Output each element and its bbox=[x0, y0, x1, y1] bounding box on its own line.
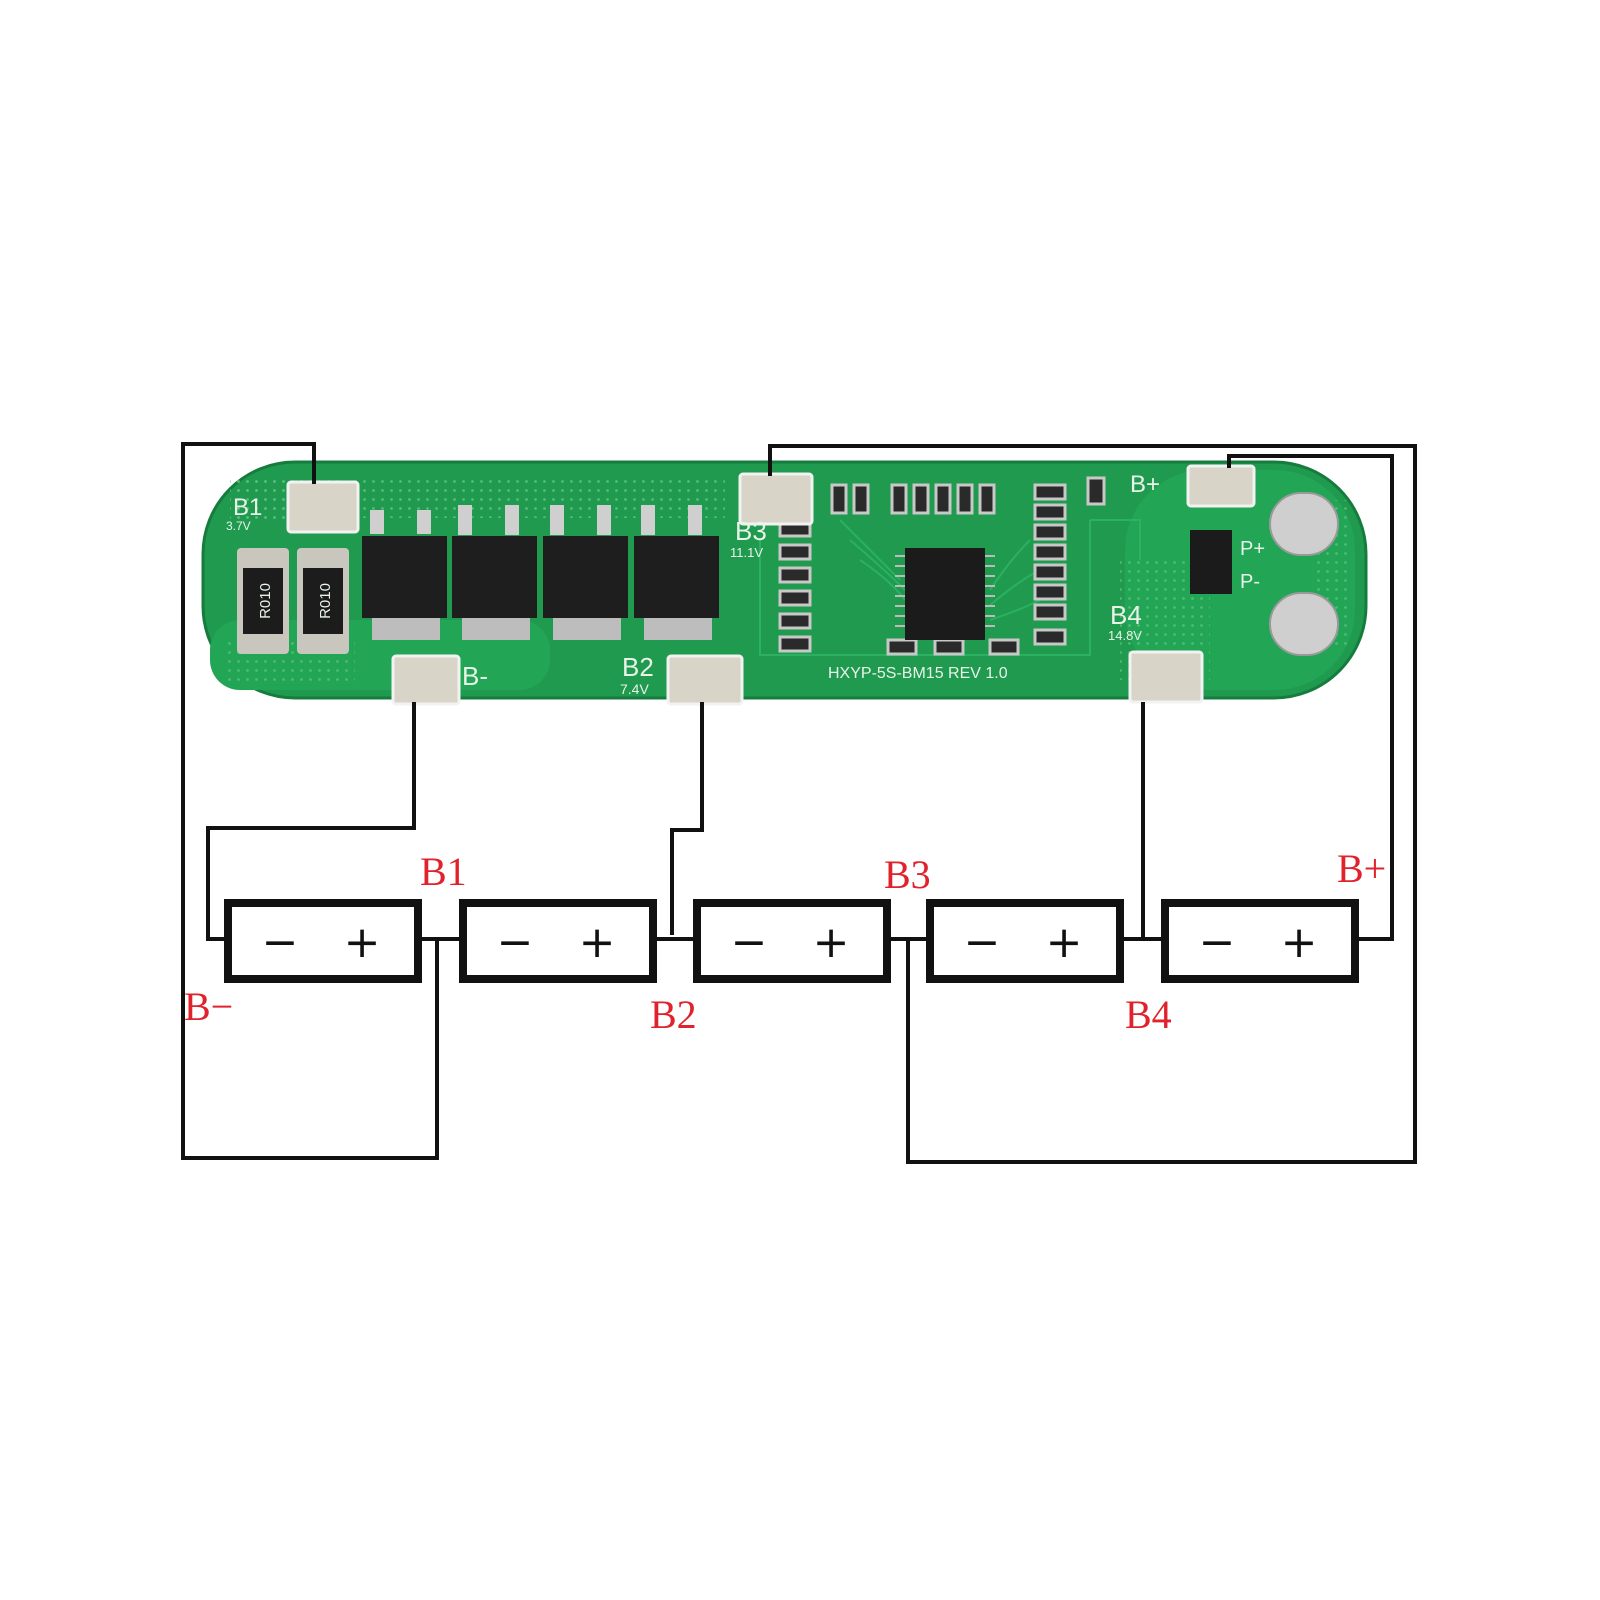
silk-b4-voltage: 14.8V bbox=[1108, 628, 1142, 643]
pcb-board: R010 R010 bbox=[201, 460, 1368, 706]
silk-b3-voltage: 11.1V bbox=[730, 545, 763, 560]
silk-b2: B2 bbox=[622, 652, 654, 682]
shunt-resistor: R010 bbox=[297, 548, 349, 654]
cell-body bbox=[459, 899, 657, 983]
wire-b2 bbox=[670, 702, 704, 935]
wire-bplus bbox=[1227, 454, 1394, 941]
label-b4: B4 bbox=[1125, 992, 1172, 1037]
p-minus-terminal bbox=[1269, 592, 1339, 656]
battery-cell: −+ bbox=[693, 899, 891, 983]
cell-body bbox=[1161, 899, 1359, 983]
cell-body bbox=[224, 899, 422, 983]
cell-body bbox=[926, 899, 1124, 983]
cell-negative-sign: − bbox=[1199, 917, 1236, 968]
cell-positive-sign: + bbox=[1281, 917, 1318, 968]
label-b1: B1 bbox=[420, 849, 467, 894]
silk-bminus: B- bbox=[462, 661, 488, 691]
label-b3: B3 bbox=[884, 852, 931, 897]
silk-b4: B4 bbox=[1110, 600, 1142, 630]
label-bminus: B− bbox=[184, 984, 233, 1029]
silk-b1: B1 bbox=[233, 494, 262, 521]
wire-b1 bbox=[181, 442, 439, 1160]
cell-positive-sign: + bbox=[579, 917, 616, 968]
silk-pminus: P- bbox=[1240, 571, 1260, 593]
board-model: HXYP-5S-BM15 REV 1.0 bbox=[828, 665, 1008, 682]
mosfet bbox=[634, 505, 719, 640]
pad-bminus bbox=[391, 654, 461, 706]
cell-negative-sign: − bbox=[964, 917, 1001, 968]
silk-b2-voltage: 7.4V bbox=[620, 681, 649, 697]
mosfet bbox=[452, 505, 537, 640]
mosfet bbox=[362, 510, 447, 640]
shunt-resistor: R010 bbox=[237, 548, 289, 654]
pad-b2 bbox=[666, 654, 744, 706]
battery-cell: −+ bbox=[1161, 899, 1359, 983]
cell-negative-sign: − bbox=[497, 917, 534, 968]
pad-b3 bbox=[738, 472, 814, 526]
p-plus-terminal bbox=[1269, 492, 1339, 556]
silk-bplus: B+ bbox=[1130, 471, 1160, 498]
cell-negative-sign: − bbox=[262, 917, 299, 968]
battery-cell: −+ bbox=[224, 899, 422, 983]
pad-b1 bbox=[286, 480, 360, 534]
cell-positive-sign: + bbox=[344, 917, 381, 968]
output-transistor bbox=[1190, 530, 1232, 594]
controller-ic bbox=[895, 548, 995, 640]
cell-positive-sign: + bbox=[813, 917, 850, 968]
cell-positive-sign: + bbox=[1046, 917, 1083, 968]
mosfet bbox=[543, 505, 628, 640]
wiring bbox=[181, 442, 1417, 1164]
wire-bminus bbox=[206, 702, 416, 941]
resistor-code: R010 bbox=[257, 583, 274, 619]
silk-b1-voltage: 3.7V bbox=[226, 519, 251, 533]
battery-cells: −+−+−+−+−+ bbox=[224, 899, 1359, 983]
label-b2: B2 bbox=[650, 992, 697, 1037]
wire-b3 bbox=[768, 444, 1417, 1164]
label-bplus: B+ bbox=[1337, 846, 1386, 891]
cell-body bbox=[693, 899, 891, 983]
battery-cell: −+ bbox=[459, 899, 657, 983]
silk-b3: B3 bbox=[735, 516, 767, 546]
pad-b4 bbox=[1128, 650, 1204, 704]
cell-negative-sign: − bbox=[731, 917, 768, 968]
pad-bplus bbox=[1186, 464, 1256, 508]
battery-cell: −+ bbox=[926, 899, 1124, 983]
silk-pplus: P+ bbox=[1240, 538, 1265, 560]
resistor-code: R010 bbox=[317, 583, 334, 619]
